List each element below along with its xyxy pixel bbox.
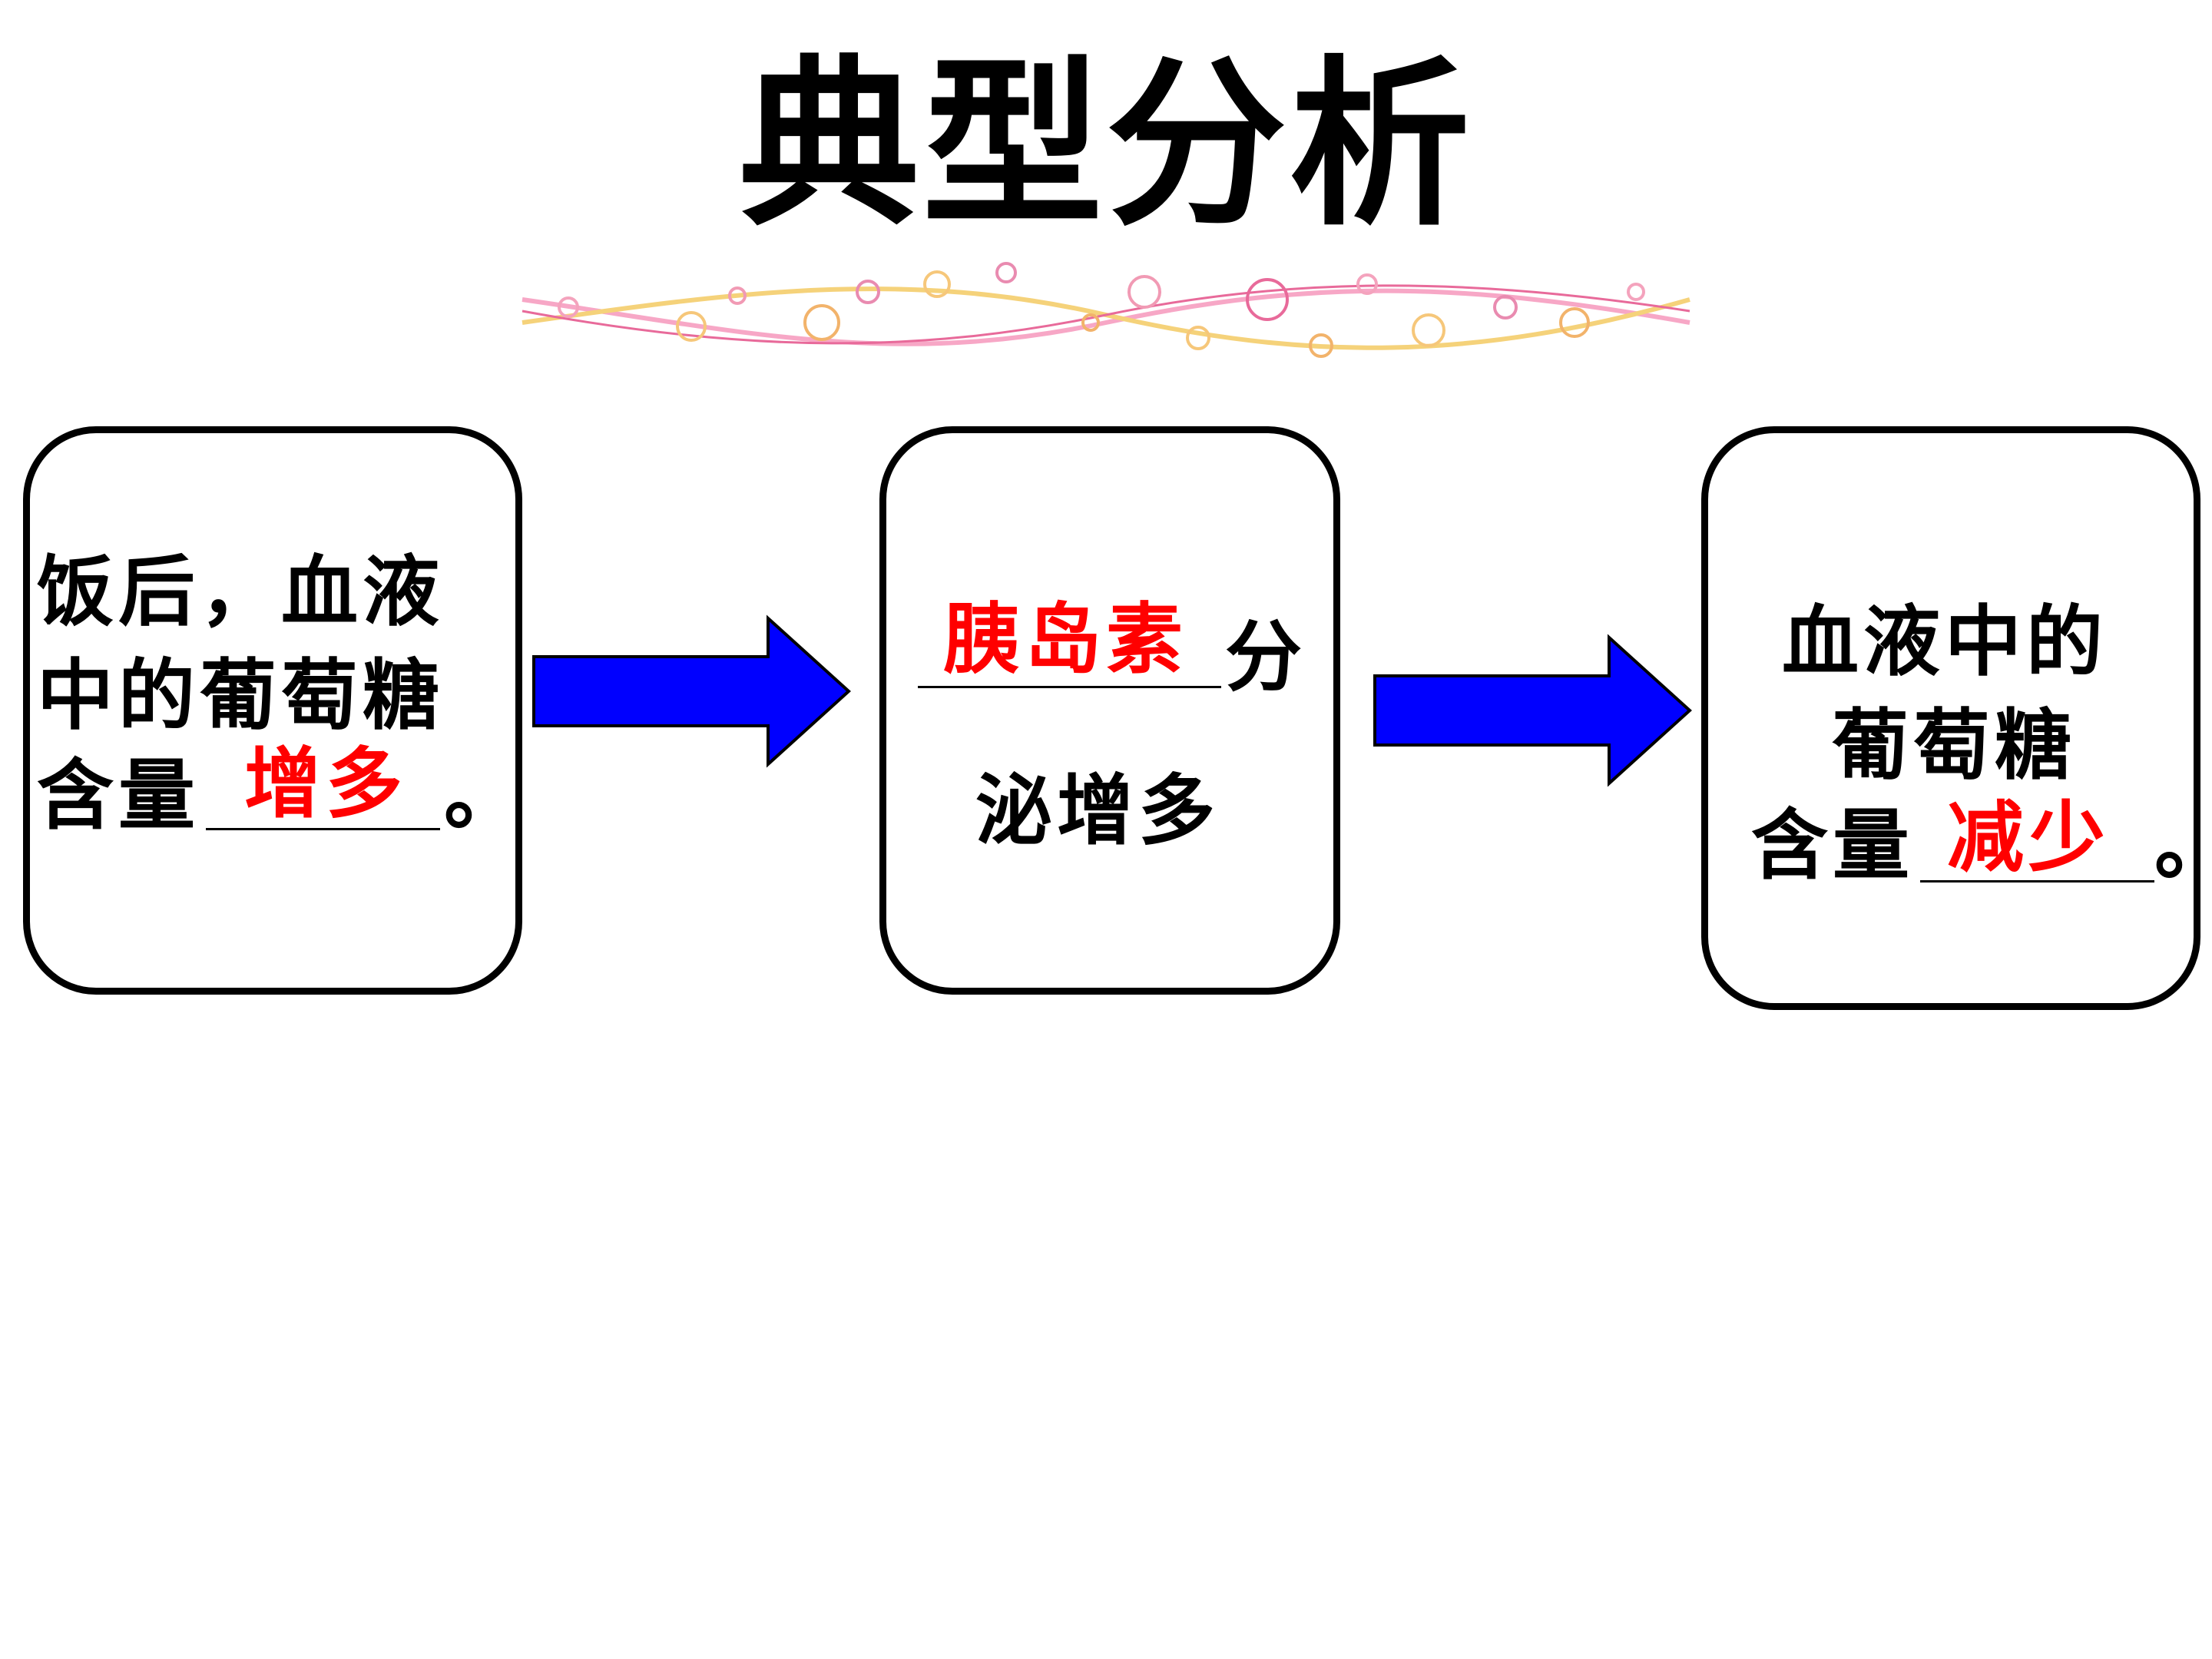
box1-line1: 饭后，血液 <box>37 546 444 637</box>
box1-answer: 增多 <box>244 738 407 829</box>
step-box-2 <box>879 426 1340 995</box>
box3-line3-prefix: 含量 <box>1751 800 1914 890</box>
box3-answer: 减少 <box>1947 792 2110 882</box>
box3-line3-suffix: 。 <box>2154 799 2212 891</box>
box3-line1: 血液中的 <box>1782 596 2108 687</box>
step-box-3 <box>1701 426 2200 1010</box>
box1-answer-blank <box>206 828 440 830</box>
box2-answer-blank <box>918 686 1221 688</box>
page-title: 典型分析 <box>739 41 1473 250</box>
right-arrow-icon <box>1373 634 1692 787</box>
decorative-ribbon-icon <box>522 262 1690 358</box>
box2-line2: 泌增多 <box>975 765 1220 856</box>
box3-answer-blank <box>1920 880 2154 882</box>
box3-line2: 葡萄糖 <box>1832 700 2076 790</box>
right-arrow-icon <box>532 614 851 768</box>
step-box-1 <box>23 426 522 995</box>
box2-line1-suffix: 分 <box>1225 611 1306 702</box>
box1-line3-suffix: 。 <box>444 750 525 840</box>
box1-line3-prefix: 含量 <box>37 750 200 840</box>
box2-answer: 胰岛素 <box>943 594 1187 684</box>
box1-line2: 中的葡萄糖 <box>37 650 444 740</box>
